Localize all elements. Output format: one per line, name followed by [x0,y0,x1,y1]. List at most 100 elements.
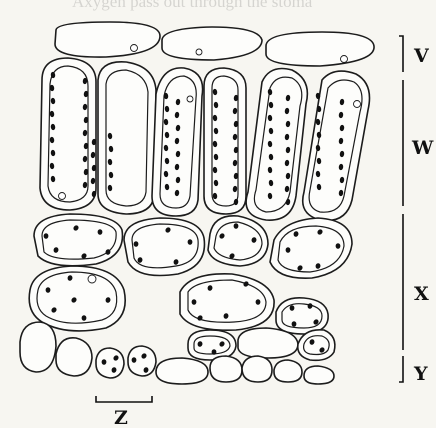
chloroplast [105,297,111,303]
chloroplast [50,97,56,105]
chloroplast [90,177,96,185]
chloroplast [284,133,290,141]
chloroplast [243,281,249,287]
chloroplast [267,140,273,148]
chloroplast [232,185,238,193]
chloroplast [107,184,113,192]
chloroplast [83,142,89,150]
palisade-cell [245,67,309,221]
chloroplast [50,71,56,79]
chloroplast [315,118,321,126]
chloroplast [49,162,55,170]
chloroplast [113,355,119,361]
palisade-cell [301,70,371,222]
chloroplast [108,145,114,153]
chloroplast [50,149,56,157]
chloroplast [267,192,273,200]
chloroplast [164,183,170,191]
chloroplast [223,313,229,319]
chloroplast [49,84,55,92]
chloroplast [316,131,322,139]
chloroplast [338,137,344,145]
label-z: Z [114,407,128,428]
chloroplast [81,253,87,259]
chloroplast [284,159,290,167]
spongy-layer [28,213,353,362]
chloroplast [267,114,273,122]
epidermis-cell [161,26,263,61]
chloroplast [285,198,291,206]
chloroplast [284,185,290,193]
bracket-y [399,356,404,383]
chloroplast [207,285,213,291]
chloroplast [107,132,113,140]
chloroplast [107,158,113,166]
chloroplast [338,163,344,171]
chloroplast [53,247,59,253]
chloroplast [143,367,149,373]
chloroplast [268,101,274,109]
chloroplasts [43,71,345,373]
palisade-cell [39,57,97,211]
chloroplast [163,118,169,126]
chloroplast [191,299,197,305]
bracket-v [399,35,404,72]
chloroplast [83,90,89,98]
scale-bar-line [95,396,153,403]
chloroplast [175,98,181,106]
chloroplast [91,138,97,146]
chloroplast [174,111,180,119]
chloroplast [233,198,239,206]
layer-brackets [399,35,404,383]
chloroplast [50,123,56,131]
chloroplast [233,223,239,229]
chloroplast [91,164,97,172]
chloroplast [175,124,181,132]
chloroplast [315,263,321,269]
chloroplast [291,321,297,327]
chloroplast [131,357,137,363]
chloroplast [309,339,315,345]
palisade-cell [203,67,247,215]
chloroplast [285,94,291,102]
chloroplast [212,166,218,174]
spongy-cell [237,327,299,359]
chloroplast [315,144,321,152]
chloroplast [50,175,56,183]
chloroplast [164,131,170,139]
chloroplast [163,144,169,152]
chloroplast [82,181,88,189]
chloroplast [165,227,171,233]
chloroplast [163,170,169,178]
epidermis-cell [303,365,335,385]
chloroplast [90,151,96,159]
chloroplast [97,229,103,235]
chloroplast [232,133,238,141]
chloroplast [174,189,180,197]
chloroplast [82,103,88,111]
chloroplast [233,172,239,180]
epidermis-cell [155,357,209,385]
chloroplast [211,349,217,355]
chloroplast [232,107,238,115]
chloroplast [319,347,325,353]
chloroplast [101,359,107,365]
chloroplast [175,176,181,184]
chloroplast [213,153,219,161]
guard-cell [95,347,125,379]
chloroplast [81,315,87,321]
chloroplast [49,110,55,118]
chloroplast [285,247,291,253]
chloroplast [316,183,322,191]
chloroplast [339,150,345,158]
chloroplast [268,153,274,161]
chloroplast [82,129,88,137]
spongy-cell [179,273,275,331]
vacuole [340,55,348,63]
chloroplast [163,92,169,100]
chloroplast [233,146,239,154]
chloroplast [173,259,179,265]
chloroplast [255,299,261,305]
chloroplast [307,303,313,309]
